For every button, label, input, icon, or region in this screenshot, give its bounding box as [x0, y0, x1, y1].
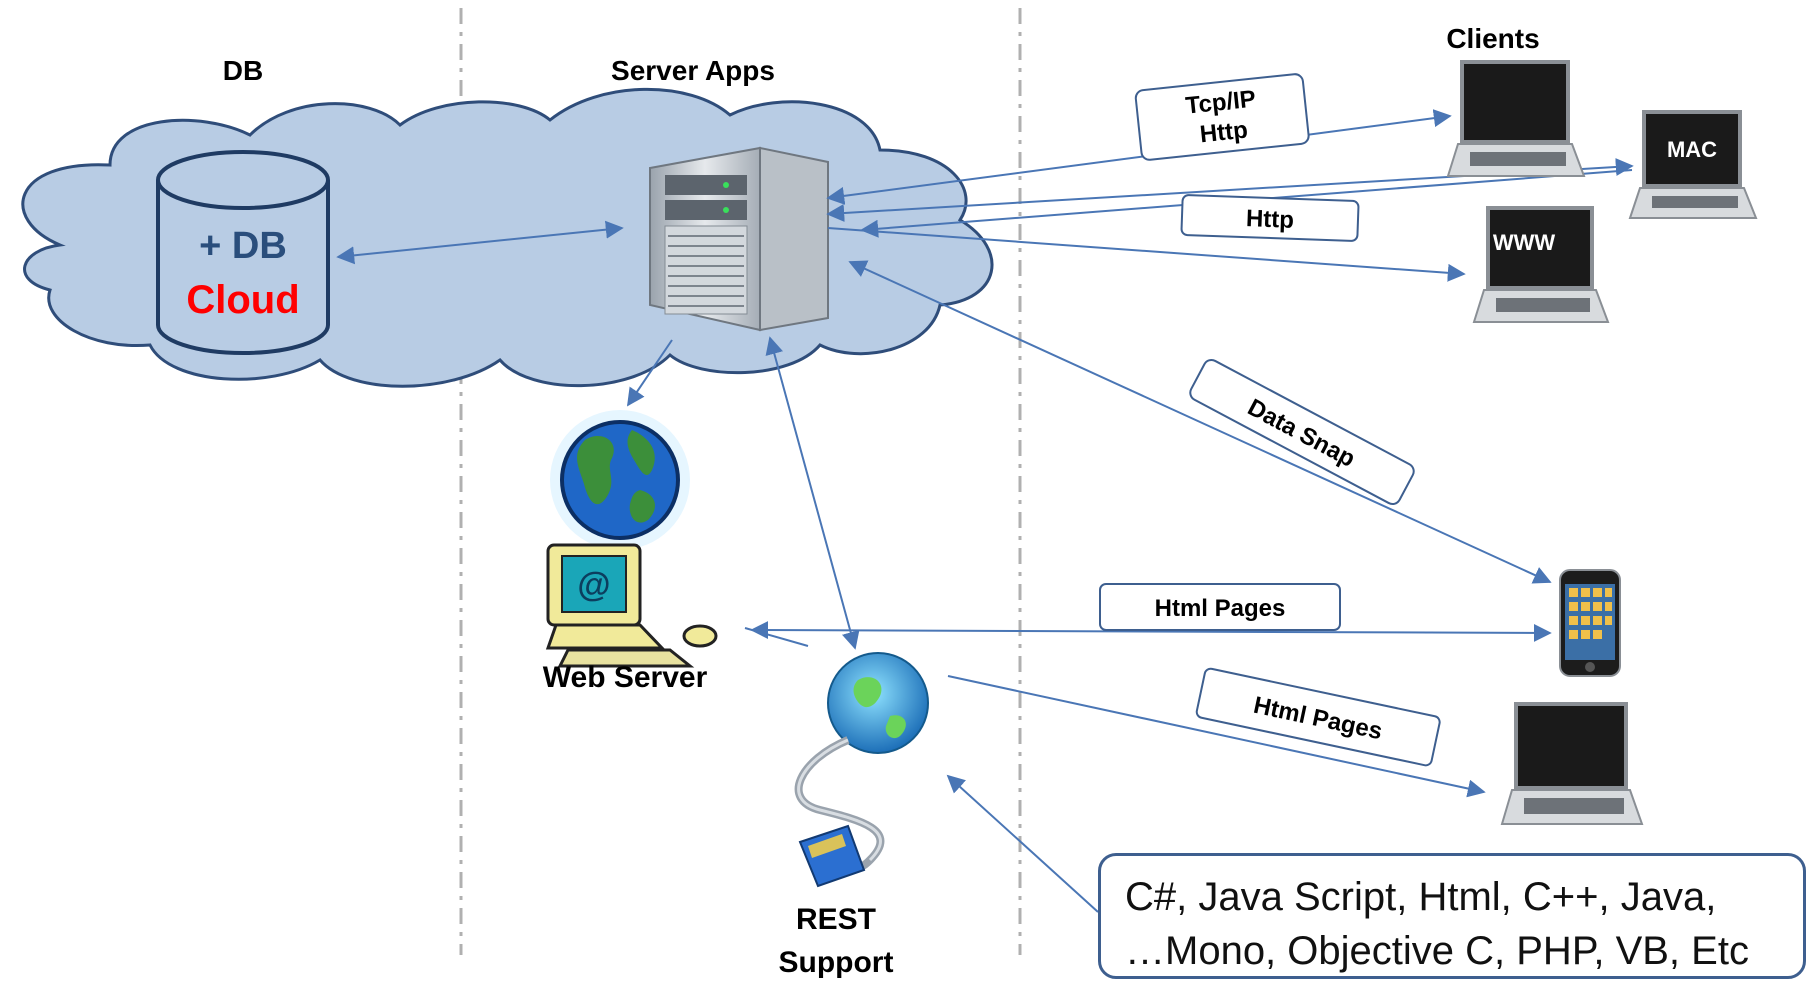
svg-text:Html Pages: Html Pages [1155, 595, 1286, 622]
database-cylinder-icon [156, 150, 330, 355]
connector-rest-webserver [744, 627, 809, 647]
svg-text:Http: Http [1245, 205, 1294, 234]
mac-laptop-icon: MAC [1628, 110, 1758, 219]
header-db: DB [223, 55, 263, 86]
smartphone-icon [1559, 569, 1621, 677]
label-http: Http [1180, 194, 1360, 242]
header-server-apps: Server Apps [611, 55, 775, 86]
www-laptop-icon: WWW [1472, 206, 1610, 323]
web-server-screen-symbol: @ [577, 566, 610, 604]
connector-server-rest [765, 336, 860, 650]
connector-rest-languages [946, 774, 1099, 913]
mac-screen-label: MAC [1667, 137, 1717, 162]
rest-label-line1: REST [796, 903, 876, 936]
label-html-pages-2: Html Pages [1195, 667, 1441, 767]
languages-line1: C#, Java Script, Html, C++, Java, [1125, 875, 1717, 919]
database-label-line2: Cloud [186, 278, 299, 322]
laptop-icon [1446, 60, 1586, 177]
svg-text:Http: Http [1199, 116, 1250, 148]
languages-line2: …Mono, Objective C, PHP, VB, Etc [1125, 929, 1749, 973]
network-cable-icon [794, 652, 929, 888]
laptop-icon-bottom [1500, 702, 1644, 825]
connector-rest-laptop [947, 675, 1486, 798]
computer-icon: @ [545, 543, 718, 668]
connector-server-phone [848, 260, 1552, 584]
www-screen-label: WWW [1493, 230, 1556, 255]
database-label-line1: + DB [199, 225, 287, 267]
globe-icon [550, 410, 690, 550]
label-html-pages-1: Html Pages [1099, 583, 1341, 631]
header-clients: Clients [1446, 23, 1539, 54]
server-tower-icon [649, 146, 829, 332]
web-server-label: Web Server [543, 661, 708, 694]
connector-server-webserver [626, 339, 673, 407]
label-tcp-http: Tcp/IP Http [1134, 73, 1310, 161]
rest-label-line2: Support [779, 946, 894, 979]
connector-db-server [336, 220, 624, 265]
connector-webserver-phone [750, 621, 1552, 642]
languages-box: C#, Java Script, Html, C++, Java, …Mono,… [1098, 853, 1806, 979]
